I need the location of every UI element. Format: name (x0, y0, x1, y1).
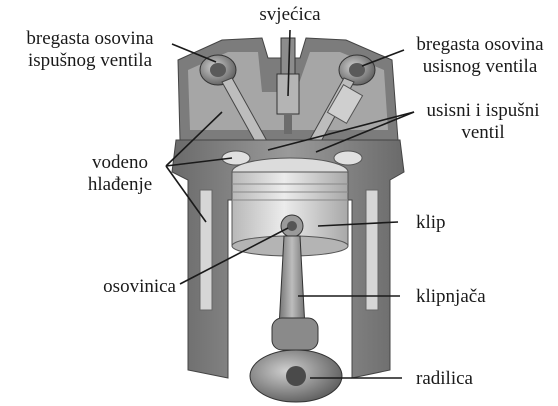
label-exhaust-camshaft: bregasta osovina ispušnog ventila (2, 28, 178, 72)
label-exhaust-camshaft-line1: bregasta osovina (2, 28, 178, 50)
label-intake-camshaft-line2: usisnog ventila (404, 56, 556, 78)
label-intake-camshaft-line1: bregasta osovina (404, 34, 556, 56)
label-crankshaft-text: radilica (416, 368, 473, 389)
crankshaft (250, 318, 342, 402)
label-intake-camshaft: bregasta osovina usisnog ventila (404, 34, 556, 78)
cooling-channel-right (366, 190, 378, 310)
label-water-cooling-line1: vodeno (72, 152, 168, 174)
label-valves-line1: usisni i ispušni (410, 100, 556, 122)
label-piston-pin-text: osovinica (103, 276, 176, 297)
label-exhaust-camshaft-line2: ispušnog ventila (2, 50, 178, 72)
cooling-channel-left (200, 190, 212, 310)
piston-pin (281, 215, 303, 237)
label-water-cooling-line2: hlađenje (72, 174, 168, 196)
label-valves-line2: ventil (410, 122, 556, 144)
label-connecting-rod: klipnjača (416, 286, 486, 308)
label-piston: klip (416, 212, 446, 234)
label-spark-plug: svjećica (252, 4, 328, 26)
label-water-cooling: vodeno hlađenje (72, 152, 168, 196)
label-piston-text: klip (416, 212, 446, 233)
label-valves: usisni i ispušni ventil (410, 100, 556, 144)
label-connecting-rod-text: klipnjača (416, 286, 486, 307)
label-spark-plug-text: svjećica (259, 4, 320, 25)
cooling-port-right (334, 151, 362, 165)
label-crankshaft: radilica (416, 368, 473, 390)
label-piston-pin: osovinica (70, 276, 176, 298)
